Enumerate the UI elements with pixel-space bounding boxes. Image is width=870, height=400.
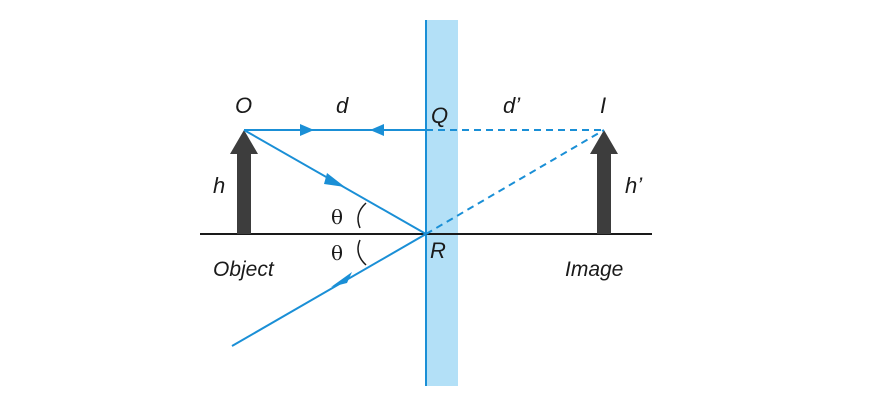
ray-arrow-right: [300, 124, 314, 136]
angle-arc-lower: [357, 239, 367, 266]
label-h-prime: h’: [625, 173, 643, 198]
label-R: R: [430, 238, 446, 263]
label-O: O: [235, 93, 252, 118]
angle-arc-upper: [357, 202, 367, 229]
object-arrow-shaft: [237, 152, 251, 234]
label-theta-upper: θ: [331, 205, 343, 229]
mirror: [426, 20, 458, 386]
object-arrow-head: [230, 130, 258, 154]
ray-reflected: [231, 233, 427, 347]
label-d-prime: d’: [503, 93, 521, 118]
image-arrow-shaft: [597, 152, 611, 234]
ray-arrow-left: [370, 124, 384, 136]
image-arrow-head: [590, 130, 618, 154]
ray-reflected-arrow: [331, 272, 352, 287]
ray-incident-arrow: [324, 173, 345, 187]
virtual-ray-diagonal: [425, 129, 605, 235]
label-d: d: [336, 93, 349, 118]
label-h: h: [213, 173, 225, 198]
caption-object: Object: [213, 258, 275, 281]
caption-image: Image: [565, 258, 623, 281]
label-I: I: [600, 93, 606, 118]
label-theta-lower: θ: [331, 241, 343, 265]
label-Q: Q: [431, 103, 448, 128]
